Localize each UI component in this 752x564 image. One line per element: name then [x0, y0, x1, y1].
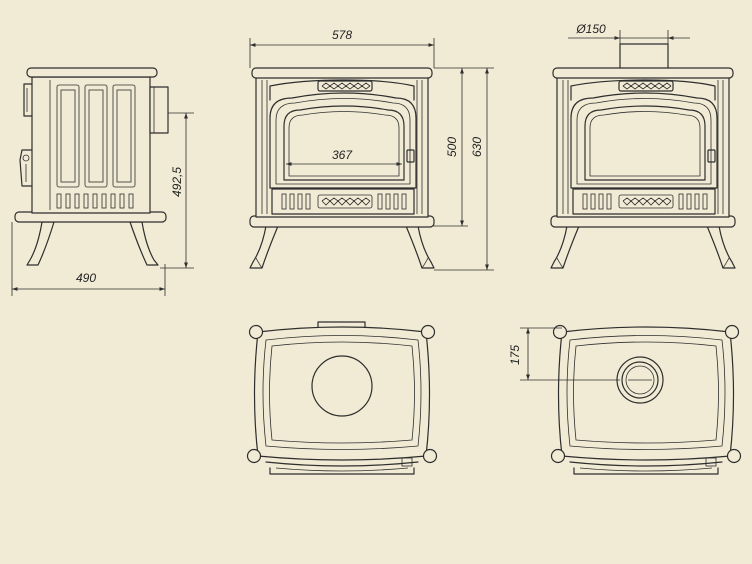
dimension-label-630: 630	[470, 137, 484, 157]
front-view: 578 367 500 630	[249, 28, 494, 271]
flue-opening-icon	[311, 355, 373, 417]
dimension-label-578: 578	[332, 28, 352, 42]
dimension-flue-diameter: Ø150	[568, 22, 690, 44]
dimension-total-height: 630	[434, 68, 494, 271]
front-view-flue: Ø150	[550, 22, 736, 269]
dimension-side-depth: 490	[11, 222, 166, 296]
dimension-label-150: Ø150	[575, 22, 606, 36]
dimension-front-width: 578	[249, 28, 435, 68]
dimension-label-500: 500	[445, 137, 459, 157]
dimension-label-175: 175	[508, 345, 522, 365]
top-view-flue: 175	[508, 324, 742, 475]
dimension-side-flue-height: 492,5	[160, 112, 194, 269]
dimension-label-367: 367	[332, 148, 353, 162]
top-view	[246, 321, 438, 475]
side-view: 490 492,5	[11, 67, 194, 296]
dimension-flue-offset: 175	[508, 327, 620, 381]
dimension-label-492-5: 492,5	[170, 167, 184, 197]
dimension-door-height: 500	[432, 67, 494, 227]
dimension-window-width: 367	[286, 148, 402, 166]
dimension-label-490: 490	[76, 271, 96, 285]
